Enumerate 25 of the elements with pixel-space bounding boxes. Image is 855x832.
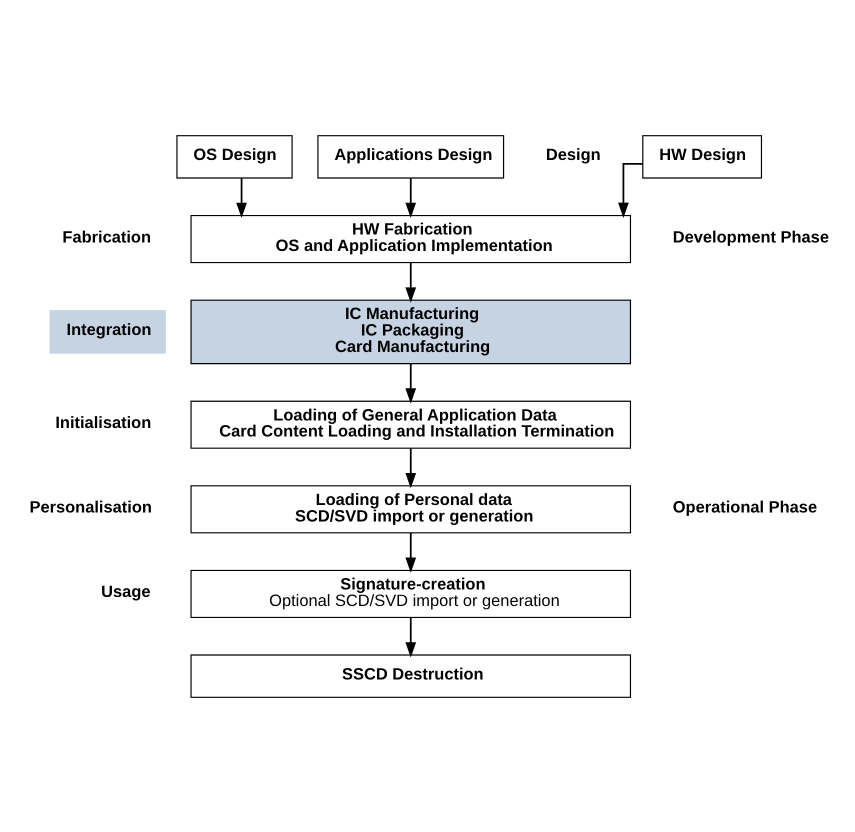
arrow	[618, 162, 642, 218]
node-box: Loading of Personal data SCD/SVD import or generation	[190, 484, 632, 533]
label: Usage	[101, 582, 151, 601]
node-box: Signature-creation Optional SCD/SVD import or generation	[190, 569, 632, 618]
arrow	[405, 178, 416, 218]
arrow	[405, 617, 416, 658]
node-box: HW Fabrication OS and Application Implementation	[190, 214, 632, 263]
node-box: Integration	[49, 310, 166, 354]
label: Design	[546, 146, 601, 164]
arrow	[236, 178, 247, 218]
node-box: Loading of General Application Data Card Content Loading and Installation Termination	[190, 400, 632, 448]
arrow	[405, 363, 416, 404]
label: Fabrication	[62, 228, 151, 246]
label: Operational Phase	[672, 498, 818, 516]
label: Development Phase	[672, 228, 829, 246]
node-box: IC Manufacturing IC Packaging Card Manufacturing	[190, 299, 632, 364]
label: Personalisation	[30, 498, 152, 516]
node-box: Applications Design	[317, 134, 504, 178]
arrow	[405, 448, 416, 488]
label: Initialisation	[55, 413, 152, 432]
node-box: HW Design	[642, 134, 762, 178]
arrow	[405, 262, 416, 302]
node-box: OS Design	[176, 134, 293, 178]
node-box: SSCD Destruction	[190, 654, 632, 698]
arrow	[405, 532, 416, 572]
